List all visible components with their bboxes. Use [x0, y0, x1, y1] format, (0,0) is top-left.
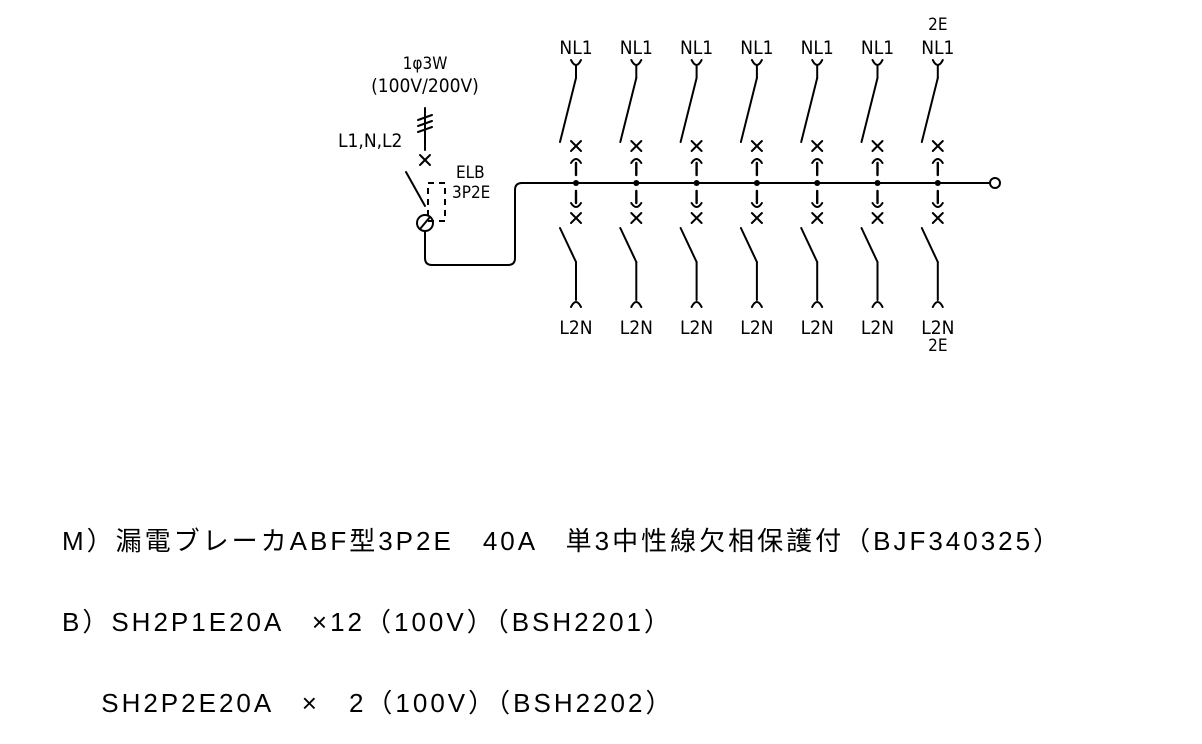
note-line-branch-2: SH2P2E20A × 2（100V）（BSH2202） — [62, 688, 675, 718]
branch-bottom-extra-label: 2E — [928, 336, 947, 356]
branch-top-label: NL1 — [801, 37, 834, 59]
single-line-diagram: 1φ3W (100V/200V) L1,N,L2 ELB 3P2E NL1L2N… — [338, 15, 1001, 356]
branch-circuits: NL1L2NNL1L2NNL1L2NNL1L2NNL1L2NNL1L2N2ENL… — [559, 15, 954, 356]
main-breaker-elb — [405, 171, 1001, 266]
branch-bottom-label: L2N — [620, 317, 653, 339]
branch-bottom-label: L2N — [801, 317, 834, 339]
supply-lines-label: L1,N,L2 — [338, 130, 402, 152]
supply-phase-label: 1φ3W — [403, 54, 448, 74]
branch-top-label: NL1 — [680, 37, 713, 59]
branch-bottom-label: L2N — [861, 317, 894, 339]
branch-top-extra-label: 2E — [928, 15, 947, 35]
branch-bottom-label: L2N — [921, 317, 954, 339]
main-breaker-label-2: 3P2E — [452, 183, 490, 203]
incoming-feeder — [417, 107, 433, 166]
supply-voltage-label: (100V/200V) — [371, 75, 479, 97]
notes-block: M）漏電ブレーカABF型3P2E 40A 単3中性線欠相保護付（BJF34032… — [62, 474, 1062, 744]
main-breaker-label-1: ELB — [456, 163, 485, 183]
branch-bottom-label: L2N — [680, 317, 713, 339]
note-line-main-breaker: M）漏電ブレーカABF型3P2E 40A 単3中性線欠相保護付（BJF34032… — [62, 526, 1063, 556]
branch-top-label: NL1 — [921, 37, 954, 59]
busbar-terminal — [989, 177, 1001, 189]
branch-top-label: NL1 — [620, 37, 653, 59]
branch-bottom-label: L2N — [559, 317, 592, 339]
branch-bottom-label: L2N — [740, 317, 773, 339]
note-line-branch-1: B）SH2P1E20A ×12（100V）（BSH2201） — [62, 607, 674, 637]
branch-top-label: NL1 — [559, 37, 592, 59]
branch-top-label: NL1 — [861, 37, 894, 59]
branch-top-label: NL1 — [740, 37, 773, 59]
